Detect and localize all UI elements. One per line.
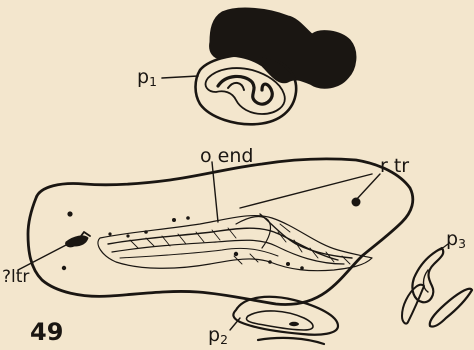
large-body-outline xyxy=(28,159,413,305)
streak-hatching xyxy=(130,224,350,264)
r-tr-label: r tr xyxy=(380,157,409,176)
p3-label: p3 xyxy=(446,230,466,250)
streak-fiber-3 xyxy=(120,248,278,258)
p1-label: p1 xyxy=(137,68,157,88)
ltr-feature xyxy=(66,236,88,247)
body-dots xyxy=(62,198,361,271)
p3-left xyxy=(402,285,424,324)
p1-squiggle-2 xyxy=(228,83,244,90)
p3-upper xyxy=(412,248,443,302)
p3-right xyxy=(430,289,472,327)
p1-label-sub: 1 xyxy=(149,75,157,89)
l-tr-label: ?ltr xyxy=(2,269,29,286)
p1-leader xyxy=(162,76,198,78)
p1-label-base: p xyxy=(137,66,149,88)
figure-number: 49 xyxy=(30,320,63,344)
p1-squiggle xyxy=(218,76,272,104)
p3-label-sub: 3 xyxy=(458,237,466,251)
o-end-label: o end xyxy=(200,147,253,166)
body-internal-streak xyxy=(98,216,372,271)
streak-fiber-5 xyxy=(236,217,270,248)
p3-label-base: p xyxy=(446,228,458,250)
p3-upper-inner xyxy=(424,270,429,292)
p2-label: p2 xyxy=(208,326,228,346)
p2-dot xyxy=(289,322,299,326)
streak-fiber-4 xyxy=(260,214,352,258)
p2-lower-streak xyxy=(258,338,324,344)
p2-label-sub: 2 xyxy=(220,333,228,347)
p2-label-base: p xyxy=(208,324,220,346)
